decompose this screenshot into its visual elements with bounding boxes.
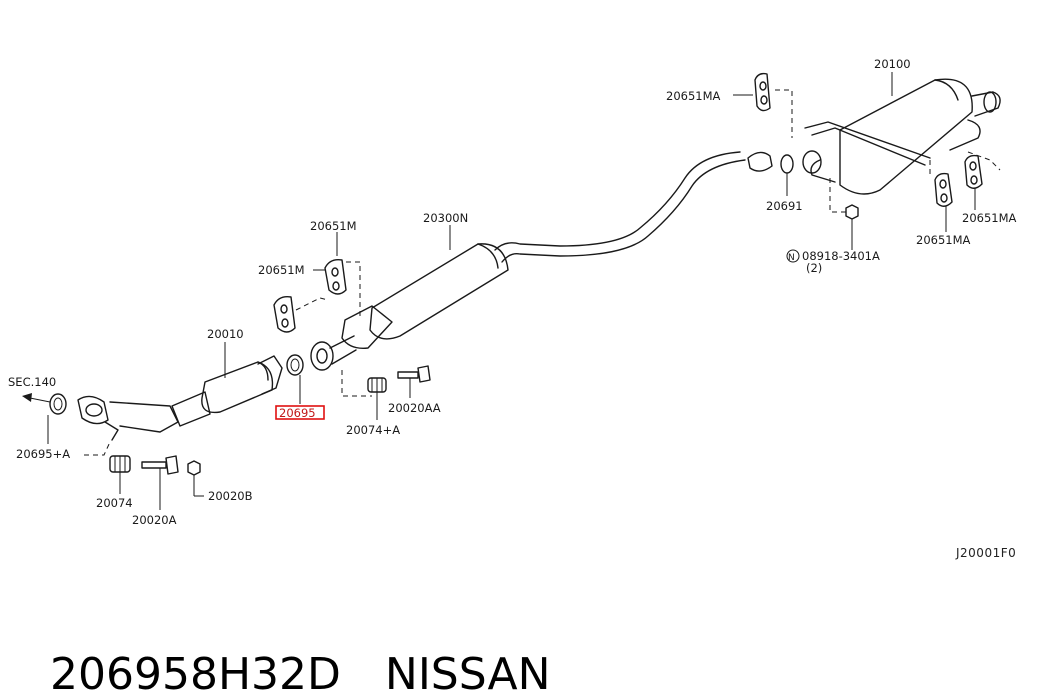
- label-08918-3401A: 08918-3401A: [802, 249, 880, 263]
- label-20300N: 20300N: [423, 211, 468, 225]
- hanger-20651M-upper[interactable]: [324, 258, 347, 295]
- label-08918-qty: (2): [806, 261, 822, 275]
- label-20651MA-right: 20651MA: [962, 211, 1017, 225]
- leader-lines: [224, 72, 976, 378]
- label-20691: 20691: [766, 199, 803, 213]
- label-20100: 20100: [874, 57, 911, 71]
- label-20695: 20695: [279, 406, 316, 420]
- label-20020B: 20020B: [208, 489, 253, 503]
- label-20651MA-mid: 20651MA: [916, 233, 971, 247]
- nut-20020B[interactable]: [187, 460, 204, 497]
- gasket-20695A[interactable]: [47, 393, 67, 444]
- label-20010: 20010: [207, 327, 244, 341]
- highlight-box-20695: [275, 405, 325, 420]
- bolt-20020A[interactable]: [141, 455, 179, 510]
- part-number: 206958H32D: [49, 649, 341, 700]
- front-tube-catalyst-20010[interactable]: [77, 355, 283, 441]
- label-20074A: 20074+A: [346, 423, 400, 437]
- spring-20074A[interactable]: [367, 377, 387, 420]
- label-20074: 20074: [96, 496, 133, 510]
- gasket-20691[interactable]: [780, 154, 794, 174]
- footer-caption: 206958H32D NISSAN: [22, 598, 551, 700]
- center-muffler-20300N[interactable]: [310, 151, 746, 371]
- rear-muffler-20100[interactable]: [802, 78, 1001, 195]
- n-circle-icon: [786, 249, 800, 263]
- label-20020AA: 20020AA: [388, 401, 441, 415]
- label-20651M-upper: 20651M: [310, 219, 357, 233]
- gasket-20695[interactable]: [286, 354, 304, 404]
- label-20651M-lower: 20651M: [258, 263, 305, 277]
- label-20695A: 20695+A: [16, 447, 70, 461]
- label-20020A: 20020A: [132, 513, 177, 527]
- hanger-20651MA-top[interactable]: [754, 72, 771, 112]
- nut-08918-3401A[interactable]: [845, 204, 859, 250]
- brand-name: NISSAN: [384, 649, 551, 700]
- label-20651MA-top: 20651MA: [666, 89, 721, 103]
- hanger-20651MA-right[interactable]: [964, 154, 983, 189]
- bolt-20020AA[interactable]: [397, 365, 431, 398]
- hanger-20651MA-mid[interactable]: [934, 172, 953, 207]
- sec140-arrow: [22, 393, 51, 403]
- hanger-20651M-lower[interactable]: [273, 295, 296, 333]
- drawing-code: J20001F0: [955, 546, 1016, 560]
- label-sec140: SEC.140: [8, 375, 56, 389]
- rear-joint: [747, 151, 794, 196]
- label-08918-prefix: N: [788, 253, 795, 263]
- spring-20074[interactable]: [109, 455, 131, 494]
